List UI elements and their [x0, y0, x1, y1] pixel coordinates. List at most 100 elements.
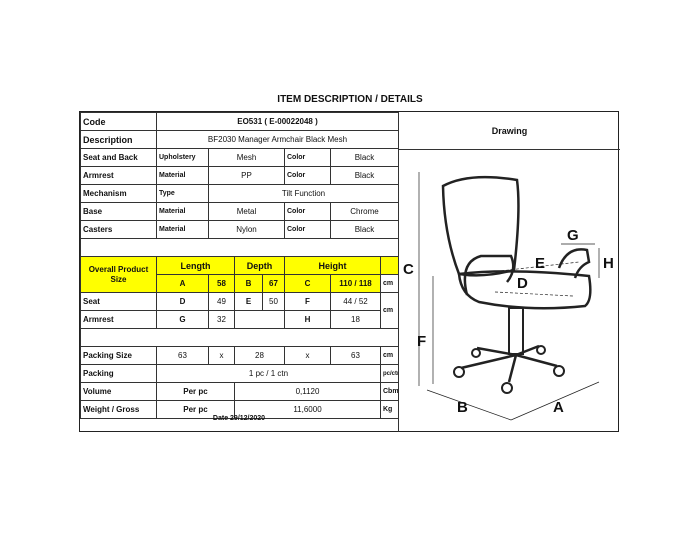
chair-drawing: C F G H E D B A [398, 150, 620, 432]
document-title: ITEM DESCRIPTION / DETAILS [277, 94, 423, 105]
letter-a: A [553, 399, 564, 416]
attr-label: Material [156, 220, 209, 239]
color-label: Color [284, 148, 331, 167]
volume-value: 0,1120 [234, 382, 381, 401]
armrest-g-value: 32 [208, 310, 235, 329]
date-label: Date 29/12/2020 [212, 415, 266, 422]
star-base [460, 344, 558, 383]
color-label: Color [284, 166, 331, 185]
letter-e: E [535, 255, 545, 272]
overall-a-value: 58 [208, 274, 235, 293]
caster [553, 365, 565, 377]
attr-label: Material [156, 202, 209, 221]
weight-row: Weight / Gross Per pc 11,6000 Kg [80, 400, 399, 419]
spec-sheet: Code EO531 ( E-00022048 ) Description BF… [79, 111, 620, 432]
seat-f-value: 44 / 52 [330, 292, 381, 311]
volume-label: Volume [80, 382, 157, 401]
seat-d-letter: D [156, 292, 209, 311]
attr-label: Upholstery [156, 148, 209, 167]
dim-line-d [494, 291, 574, 297]
attr-value: Nylon [208, 220, 285, 239]
seat-d-value: 49 [208, 292, 235, 311]
overall-blank [380, 256, 399, 275]
part-label: Base [80, 202, 157, 221]
letter-g: G [567, 227, 579, 244]
letter-b: B [457, 399, 468, 416]
attr-label: Material [156, 166, 209, 185]
part-label: Mechanism [80, 184, 157, 203]
part-label: Seat and Back [80, 148, 157, 167]
packing-size-row: Packing Size 63 x 28 x 63 cm [80, 346, 399, 365]
description-value: BF2030 Manager Armchair Black Mesh [156, 130, 399, 149]
dim-line-b [426, 389, 512, 421]
color-value: Chrome [330, 202, 399, 221]
seat-label: Seat [80, 292, 157, 311]
armrest-blank [234, 310, 285, 329]
attr-value: Mesh [208, 148, 285, 167]
caster [501, 382, 513, 394]
attr-label: Type [156, 184, 209, 203]
gas-lift [508, 307, 524, 355]
part-label: Casters [80, 220, 157, 239]
height-header: Height [284, 256, 381, 275]
armrest-h-value: 18 [330, 310, 381, 329]
packing-size-unit: cm [380, 346, 399, 365]
overall-header-row: Overall Product Size Length Depth Height [80, 256, 399, 293]
code-value: EO531 ( E-00022048 ) [156, 112, 399, 131]
dim-line-a [510, 381, 600, 421]
seat-row: Seat D 49 E 50 F 44 / 52 cm [80, 292, 399, 329]
drawing-header: Drawing [398, 112, 620, 150]
chair-drawing-svg: C F G H E D B A [403, 172, 614, 421]
volume-unit: Cbm [380, 382, 399, 401]
description-label: Description [80, 130, 157, 149]
color-value: Black [330, 148, 399, 167]
weight-per: Per pc [156, 400, 235, 419]
caster [453, 366, 465, 378]
overall-unit: cm [380, 274, 399, 293]
seat-f-letter: F [284, 292, 331, 311]
left-armrest [463, 254, 515, 296]
color-value: Black [330, 166, 399, 185]
depth-header: Depth [234, 256, 285, 275]
volume-per: Per pc [156, 382, 235, 401]
packing-x1: x [208, 346, 235, 365]
material-row-armrest: Armrest Material PP Color Black [80, 166, 399, 185]
packing-label: Packing [80, 364, 157, 383]
spacer-row [80, 238, 399, 257]
color-label: Color [284, 202, 331, 221]
armrest-h-letter: H [284, 310, 331, 329]
overall-c-value: 110 / 118 [330, 274, 381, 293]
seat-e-letter: E [234, 292, 263, 311]
letter-f: F [417, 333, 426, 350]
right-armrest [557, 248, 591, 279]
packing-row: Packing 1 pc / 1 ctn pc/ctn [80, 364, 399, 383]
description-row: Description BF2030 Manager Armchair Blac… [80, 130, 399, 149]
dim-unit: cm [380, 292, 399, 329]
weight-value: 11,6000 [234, 400, 381, 419]
letter-c: C [403, 261, 414, 278]
letter-d: D [517, 275, 528, 292]
overall-b-value: 67 [262, 274, 285, 293]
material-row-seat: Seat and Back Upholstery Mesh Color Blac… [80, 148, 399, 167]
length-header: Length [156, 256, 235, 275]
volume-row: Volume Per pc 0,1120 Cbm [80, 382, 399, 401]
spec-table: Code EO531 ( E-00022048 ) Description BF… [80, 112, 399, 419]
spacer-row [80, 328, 399, 347]
armrest-g-letter: G [156, 310, 209, 329]
overall-a-letter: A [156, 274, 209, 293]
packing-length: 63 [156, 346, 209, 365]
material-row-casters: Casters Material Nylon Color Black [80, 220, 399, 239]
caster [536, 345, 546, 355]
attr-value: PP [208, 166, 285, 185]
letter-h: H [603, 255, 614, 272]
armrest-label: Armrest [80, 310, 157, 329]
packing-value: 1 pc / 1 ctn [156, 364, 381, 383]
attr-value: Metal [208, 202, 285, 221]
material-row-mechanism: Mechanism Type Tilt Function [80, 184, 399, 203]
packing-x2: x [284, 346, 331, 365]
code-row: Code EO531 ( E-00022048 ) [80, 112, 399, 131]
overall-b-letter: B [234, 274, 263, 293]
packing-size-label: Packing Size [80, 346, 157, 365]
spacer [80, 328, 399, 347]
armrest-dim-row: Armrest G 32 H 18 [80, 310, 399, 329]
